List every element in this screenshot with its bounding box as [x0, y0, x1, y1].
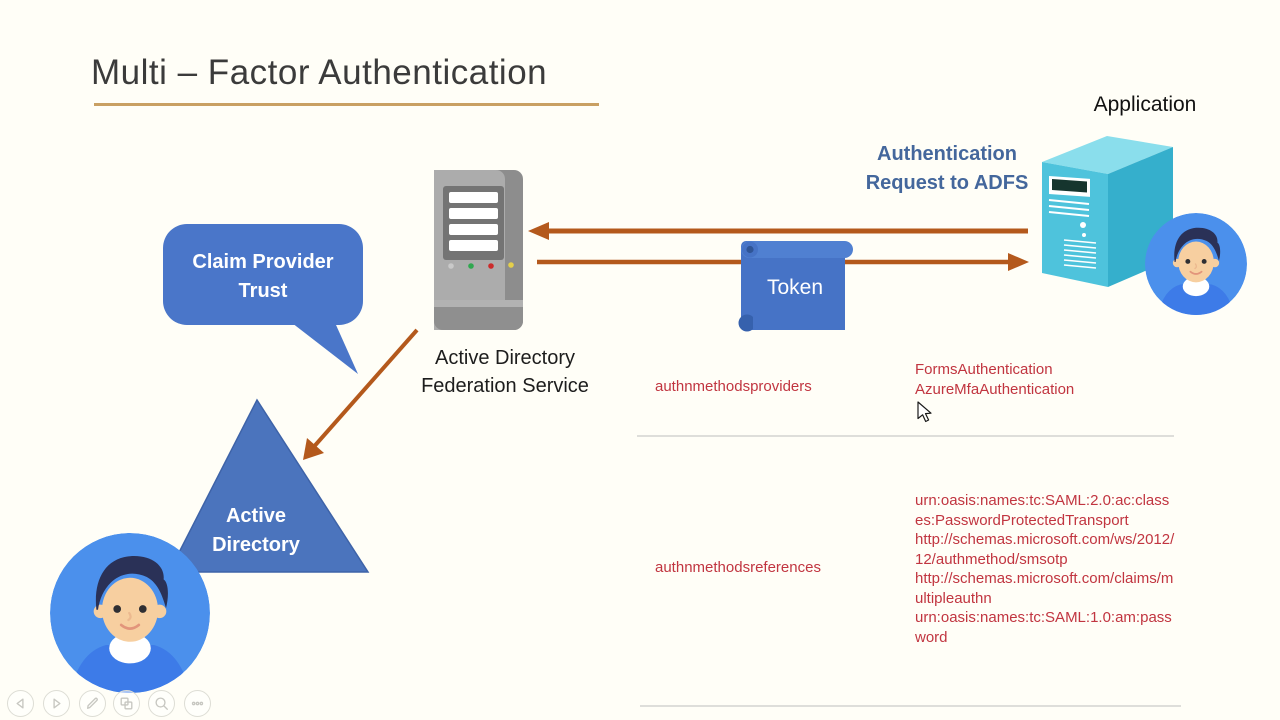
table-divider [637, 435, 1174, 437]
auth-request-line2: Request to ADFS [865, 172, 1029, 194]
table-row-key: authnmethodsproviders [655, 378, 812, 395]
previous-slide-button[interactable] [7, 690, 34, 717]
next-slide-button[interactable] [43, 690, 70, 717]
table-row-key: authnmethodsreferences [655, 559, 821, 576]
table-row-values: FormsAuthentication AzureMfaAuthenticati… [915, 360, 1177, 399]
previous-slide-icon [16, 698, 24, 709]
pen-icon [87, 697, 98, 709]
adfs-server-icon[interactable] [434, 170, 523, 330]
table-row-values: urn:oasis:names:tc:SAML:2.0:ac:classes:P… [915, 491, 1177, 647]
auth-request-label: Authentication Request to ADFS [842, 140, 1052, 198]
table-value: http://schemas.microsoft.com/ws/2012/12/… [915, 531, 1175, 568]
token-scroll-icon[interactable] [738, 241, 854, 332]
table-value: urn:oasis:names:tc:SAML:2.0:ac:classes:P… [915, 492, 1170, 529]
active-directory-triangle[interactable] [167, 398, 370, 573]
user-avatar-icon [50, 533, 210, 698]
active-directory-label: Active Directory [212, 505, 300, 556]
table-value: http://schemas.microsoft.com/claims/mult… [915, 570, 1174, 607]
pen-tools-button[interactable] [79, 690, 106, 717]
auth-request-line1: Authentication [877, 143, 1017, 165]
table-value: urn:oasis:names:tc:SAML:1.0:am:password [915, 609, 1172, 646]
zoom-icon [155, 697, 168, 710]
more-options-button[interactable] [184, 690, 211, 717]
table-divider [640, 705, 1181, 707]
claim-provider-trust-label: Claim Provider Trust [192, 251, 334, 302]
arrow-to-active-directory-icon [303, 328, 419, 460]
claim-provider-trust-bubble[interactable] [163, 224, 363, 374]
adfs-label: Active Directory Federation Service [421, 347, 589, 397]
arrow-to-adfs-icon [528, 222, 1028, 240]
mouse-cursor [917, 401, 932, 423]
user-avatar-icon [1145, 213, 1247, 318]
see-all-slides-button[interactable] [113, 690, 140, 717]
next-slide-icon [53, 698, 61, 709]
zoom-slide-button[interactable] [148, 690, 175, 717]
page-title: Multi – Factor Authentication [91, 53, 548, 92]
title-underline [94, 103, 599, 106]
more-options-icon [191, 701, 204, 706]
table-value: FormsAuthentication [915, 361, 1053, 378]
table-value: AzureMfaAuthentication [915, 380, 1075, 398]
application-label: Application [1093, 93, 1197, 116]
see-all-slides-icon [120, 697, 133, 710]
token-label: Token [766, 276, 824, 299]
